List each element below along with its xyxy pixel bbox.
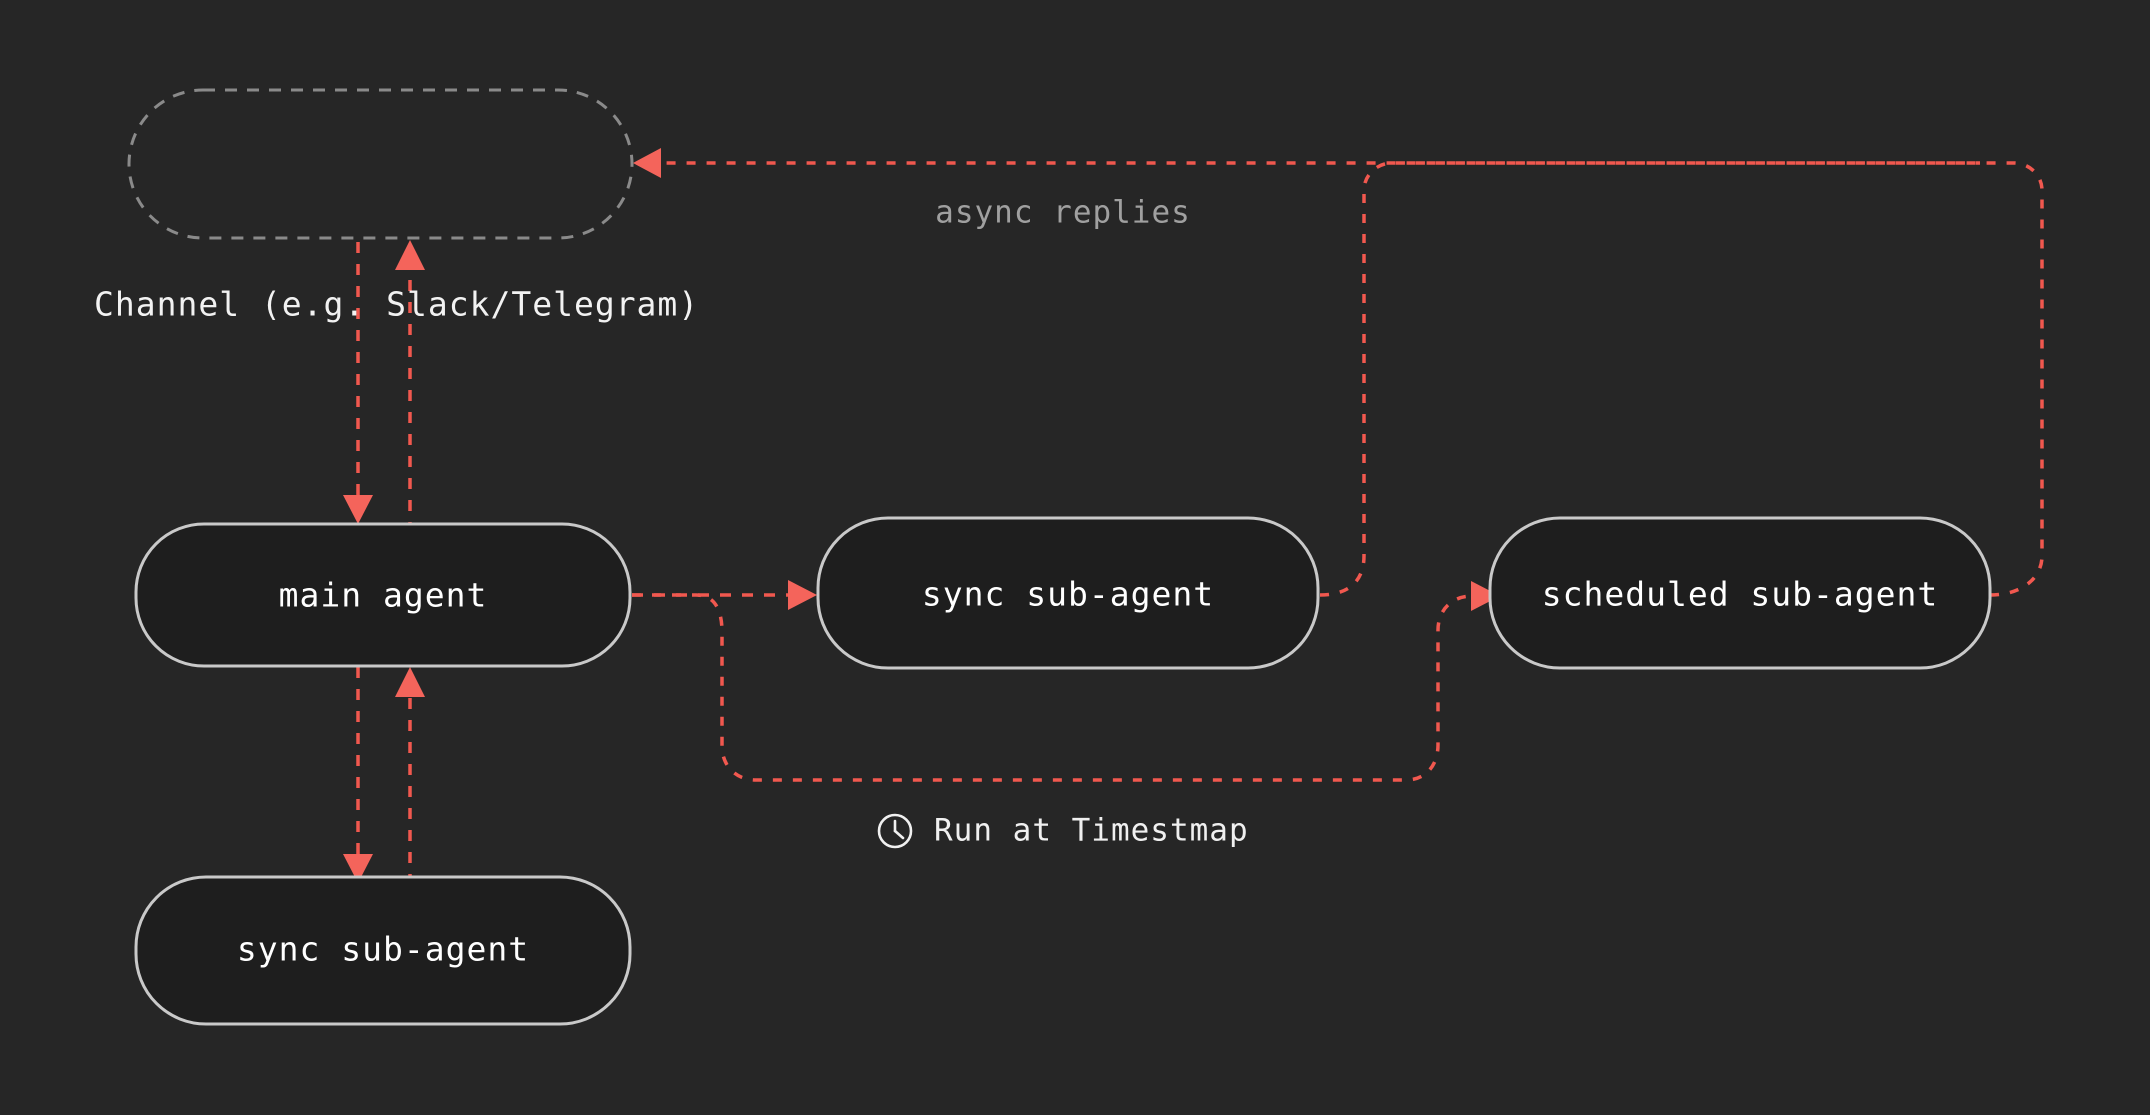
node-sync-sub-agent-bottom[interactable] bbox=[134, 875, 632, 1026]
node-main-agent[interactable] bbox=[134, 522, 632, 668]
arrowhead-into-bottom-subagent bbox=[343, 854, 373, 883]
arrowhead-into-main-agent-top bbox=[343, 495, 373, 524]
node-sync-sub-agent-right-label: sync sub-agent bbox=[922, 575, 1214, 614]
edge-main-agent-to-scheduled-subagent bbox=[632, 593, 1484, 782]
arrowhead-into-channel-bottom bbox=[395, 240, 425, 270]
node-sync-sub-agent-bottom-label: sync sub-agent bbox=[237, 930, 529, 969]
arrowhead-into-main-agent-bottom bbox=[395, 667, 425, 697]
group-channel-label: Channel (e.g. Slack/Telegram) bbox=[94, 285, 699, 324]
arrowhead-into-scheduled-subagent bbox=[1471, 581, 1500, 611]
clock-icon bbox=[877, 813, 913, 849]
node-main-agent-label: main agent bbox=[279, 576, 488, 615]
node-scheduled-sub-agent-label: scheduled sub-agent bbox=[1542, 575, 1939, 614]
edge-sync-subagent-to-channel bbox=[1319, 161, 1980, 597]
edge-label-async-replies: async replies bbox=[935, 195, 1191, 231]
node-scheduled-sub-agent[interactable] bbox=[1488, 516, 1992, 670]
group-channel bbox=[127, 88, 634, 240]
node-sync-sub-agent-right[interactable] bbox=[816, 516, 1320, 670]
arrowhead-into-channel bbox=[633, 148, 661, 178]
edge-scheduled-subagent-to-channel bbox=[650, 161, 2044, 597]
edge-label-run-at-timestamp: Run at Timestmap bbox=[934, 813, 1249, 849]
arrowhead-into-sync-subagent bbox=[788, 580, 817, 610]
